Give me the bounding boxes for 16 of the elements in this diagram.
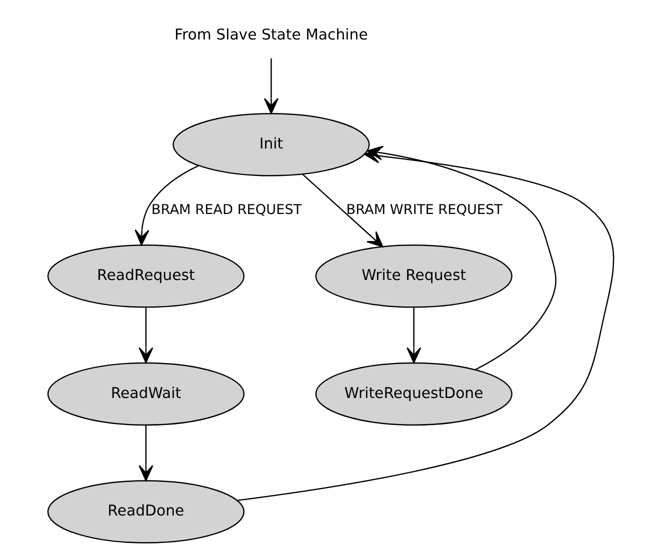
node-ellipse: ReadRequest (47, 244, 245, 308)
node-ellipse: ReadDone (47, 480, 245, 544)
node-ellipse: ReadWait (47, 362, 245, 426)
node-ellipse: Init (172, 113, 370, 176)
edge-label: BRAM WRITE REQUEST (346, 202, 503, 218)
arrow (138, 308, 154, 364)
arrow (237, 148, 614, 502)
arrow (264, 58, 279, 114)
arrow (302, 174, 384, 248)
arrow (134, 165, 199, 246)
arrow (138, 426, 154, 482)
node-text: From Slave State Machine (174, 25, 368, 44)
node-ellipse: WriteRequestDone (315, 362, 512, 426)
edge-label: BRAM READ REQUEST (151, 202, 302, 218)
arrow (406, 308, 422, 364)
node-ellipse: Write Request (315, 244, 512, 308)
